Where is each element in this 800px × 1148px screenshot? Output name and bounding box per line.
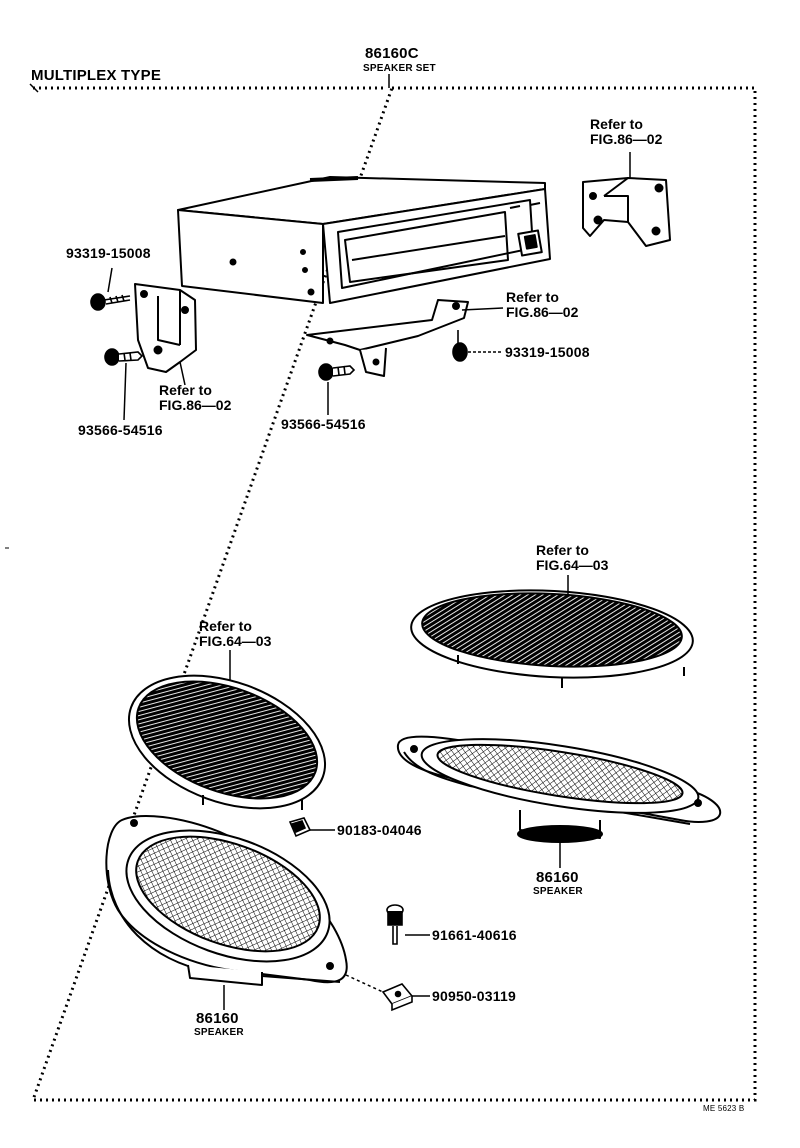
part-leader-bolt-left [123, 362, 127, 421]
ref-bracket-center: Refer to FIG.86—02 [506, 290, 578, 320]
bolt-left [104, 348, 144, 366]
part-no-bolt-left: 93566-54516 [78, 422, 163, 438]
grille-left [127, 674, 327, 810]
part-no-speaker-right: 86160 [536, 869, 579, 886]
ref-grille-left-line2: FIG.64—03 [199, 633, 272, 649]
nut [381, 983, 414, 1012]
screw-speaker [386, 904, 404, 945]
ref-bracket-right-line1: Refer to [590, 116, 643, 132]
set-corner-mark [29, 83, 39, 93]
part-no-screw-speaker: 91661-40616 [432, 927, 517, 943]
ref-bracket-right-line2: FIG.86—02 [590, 131, 663, 147]
part-no-bolt-center: 93566-54516 [281, 416, 366, 432]
ref-bracket-center-line2: FIG.86—02 [506, 304, 579, 320]
ref-grille-right: Refer to FIG.64—03 [536, 543, 608, 573]
ref-leader-left [179, 361, 186, 386]
part-no-speaker-left: 86160 [196, 1010, 239, 1027]
bracket-left [134, 283, 197, 373]
screw-right [452, 330, 468, 362]
speaker-left [105, 815, 348, 986]
speaker-right [396, 735, 722, 843]
ref-grille-left: Refer to FIG.64—03 [199, 619, 271, 649]
part-leader-screw-top-left [107, 267, 113, 293]
ref-bracket-right: Refer to FIG.86—02 [590, 117, 662, 147]
radio-head-unit [177, 176, 551, 304]
part-name-speaker-right: SPEAKER [533, 886, 583, 897]
part-leader-nut [345, 974, 384, 993]
part-no-screw-right: 93319-15008 [505, 344, 590, 360]
ref-bracket-left-line1: Refer to [159, 382, 212, 398]
ref-bracket-left-line2: FIG.86—02 [159, 397, 232, 413]
part-no-clip: 90183-04046 [337, 822, 422, 838]
part-no-nut: 90950-03119 [432, 988, 516, 1004]
set-part-number: 86160C [365, 45, 419, 62]
part-name-speaker-left: SPEAKER [194, 1027, 244, 1038]
set-part-name: SPEAKER SET [363, 63, 436, 74]
screw-top-left [90, 293, 131, 311]
ref-bracket-left: Refer to FIG.86—02 [159, 383, 231, 413]
ref-grille-right-line1: Refer to [536, 542, 589, 558]
part-no-screw-top-left: 93319-15008 [66, 245, 151, 261]
bolt-center [318, 363, 356, 381]
ref-grille-right-line2: FIG.64—03 [536, 557, 609, 573]
bracket-right [582, 177, 671, 247]
ref-bracket-center-line1: Refer to [506, 289, 559, 305]
grille-right [410, 589, 694, 688]
ref-leader-center [461, 307, 504, 311]
clip [288, 817, 312, 838]
ref-grille-left-line1: Refer to [199, 618, 252, 634]
drawing-code: ME 5623 B [703, 1104, 745, 1113]
section-title: MULTIPLEX TYPE [31, 67, 162, 84]
bracket-center [306, 299, 469, 377]
